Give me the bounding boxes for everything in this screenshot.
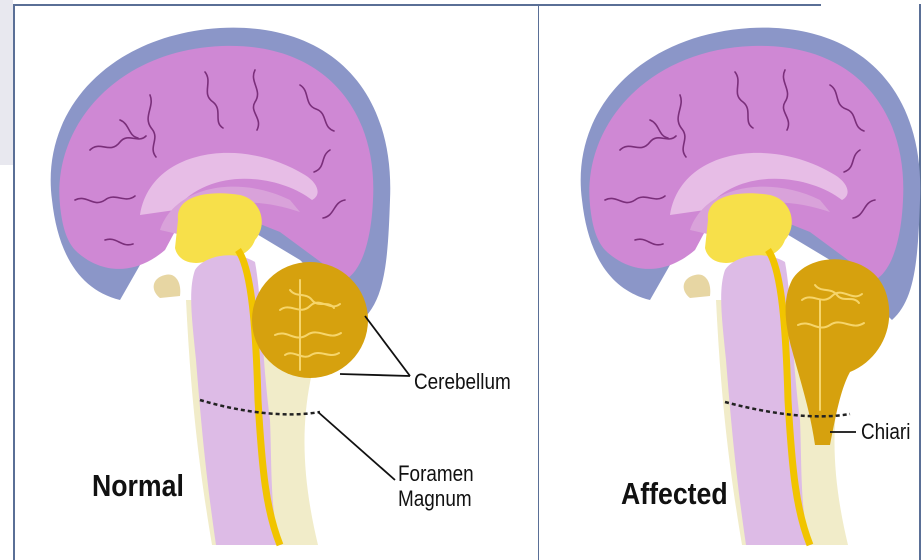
chiari-label: Chiari — [861, 421, 910, 443]
foramen-label-line1: Foramen — [398, 463, 474, 485]
affected-thalamus — [705, 193, 792, 263]
foramen-label-line2: Magnum — [398, 488, 472, 510]
normal-cerebellum — [252, 262, 368, 378]
normal-title: Normal — [92, 470, 184, 501]
affected-title: Affected — [621, 478, 728, 509]
cerebellum-label: Cerebellum — [414, 371, 511, 393]
normal-thalamus — [175, 193, 262, 263]
